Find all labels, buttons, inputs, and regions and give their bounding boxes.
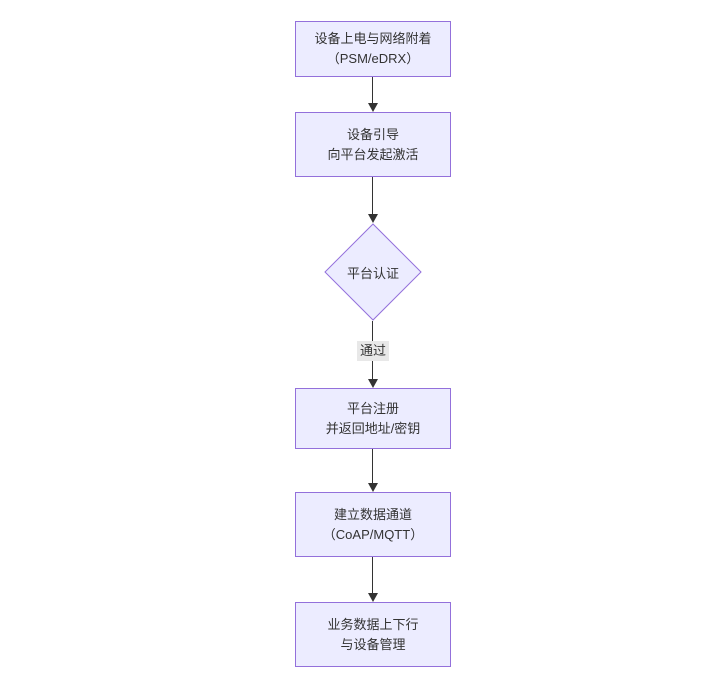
node-label-line: 平台注册 (346, 400, 399, 416)
edge-power-to-bootstrap (372, 77, 373, 103)
diamond-shape (324, 223, 422, 321)
edge-channel-to-business (372, 557, 373, 593)
node-label-line: 向平台发起激活 (327, 146, 419, 162)
node-label-line: 设备引导 (346, 126, 399, 142)
arrowhead-icon (368, 103, 378, 112)
arrowhead-icon (368, 214, 378, 223)
arrowhead-icon (368, 593, 378, 602)
node-label-line: 业务数据上下行 (327, 616, 419, 632)
node-label-line: 平台认证 (346, 265, 399, 281)
node-bootstrap: 设备引导 向平台发起激活 (295, 112, 451, 177)
arrowhead-icon (368, 483, 378, 492)
node-label-line: （PSM/eDRX） (326, 51, 420, 66)
node-power-attach: 设备上电与网络附着 （PSM/eDRX） (295, 21, 451, 77)
node-business-data: 业务数据上下行 与设备管理 (295, 602, 451, 667)
arrowhead-icon (368, 379, 378, 388)
node-label-line: （CoAP/MQTT） (322, 526, 424, 542)
node-label-line: 建立数据通道 (333, 506, 412, 522)
node-label-line: 设备上电与网络附着 (314, 31, 432, 46)
node-label-line: 与设备管理 (340, 636, 406, 652)
edge-bootstrap-to-auth (372, 177, 373, 214)
node-register: 平台注册 并返回地址/密钥 (295, 388, 451, 449)
node-label-line: 并返回地址/密钥 (325, 420, 421, 436)
node-data-channel: 建立数据通道 （CoAP/MQTT） (295, 492, 451, 557)
edge-label-pass: 通过 (356, 341, 390, 361)
decision-platform-auth: 平台认证 (324, 223, 422, 321)
edge-register-to-channel (372, 449, 373, 483)
